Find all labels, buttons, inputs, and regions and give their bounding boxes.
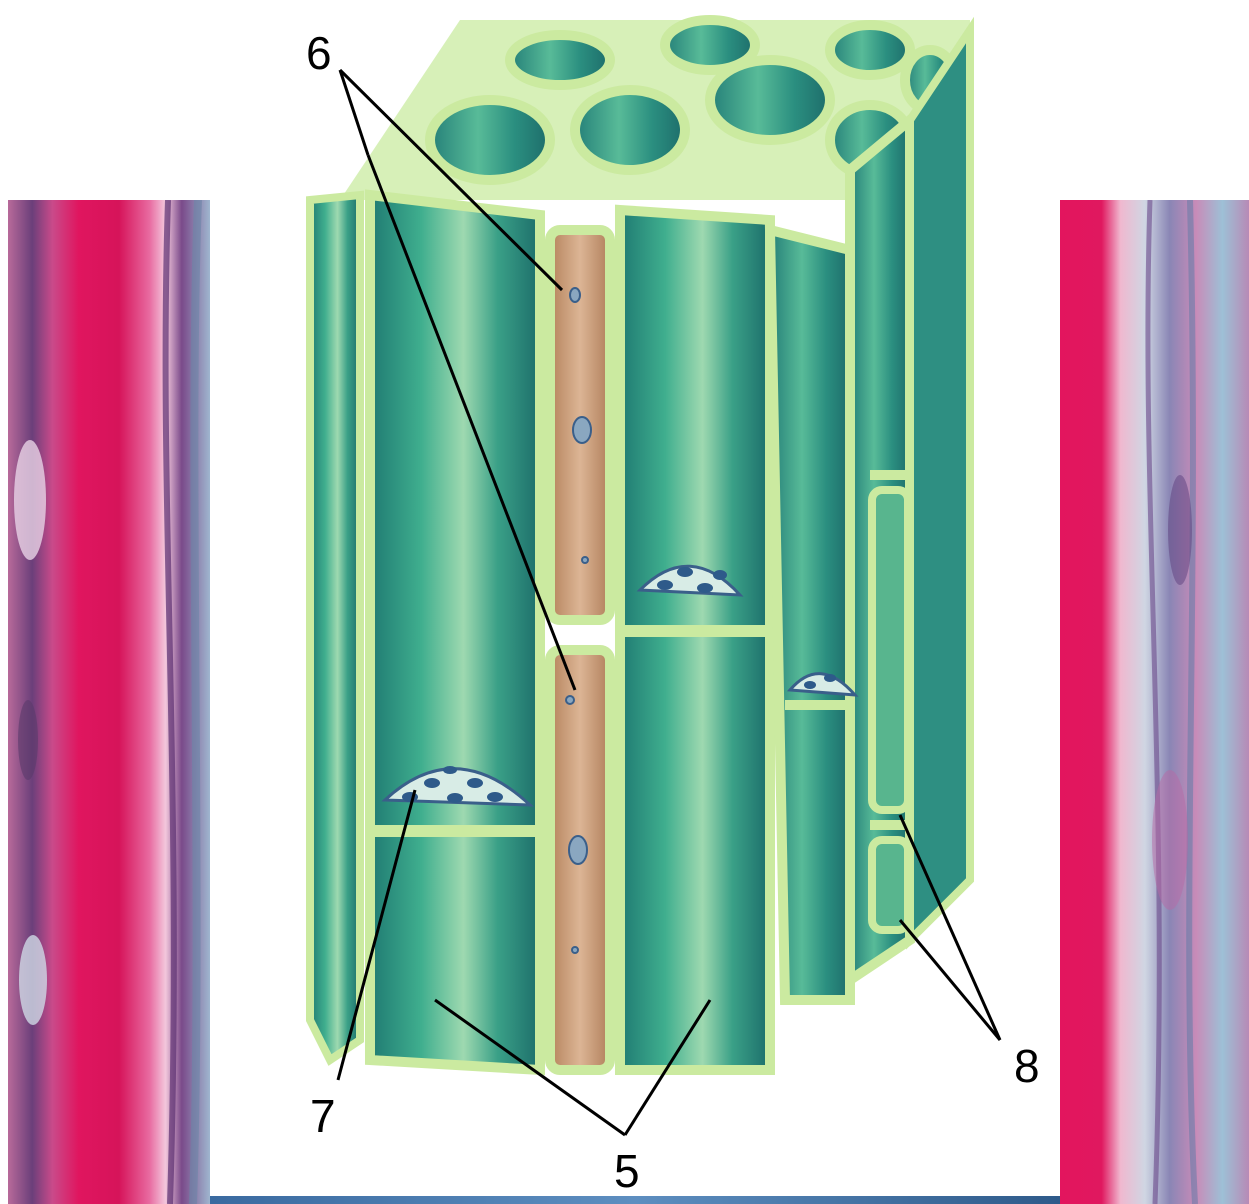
left-micrograph-image [8,200,210,1204]
label-5: 5 [614,1148,640,1194]
right-micrograph [1060,200,1249,1204]
label-8: 8 [1014,1043,1040,1089]
label-7: 7 [310,1093,336,1139]
phloem-tissue-drawing [210,0,1060,1204]
phloem-illustration: 6 7 5 8 [210,0,1060,1204]
bottom-border-strip [210,1196,1060,1204]
left-micrograph [8,200,210,1204]
label-6: 6 [306,30,332,76]
parenchyma-cells [872,490,908,930]
right-micrograph-image [1060,200,1249,1204]
